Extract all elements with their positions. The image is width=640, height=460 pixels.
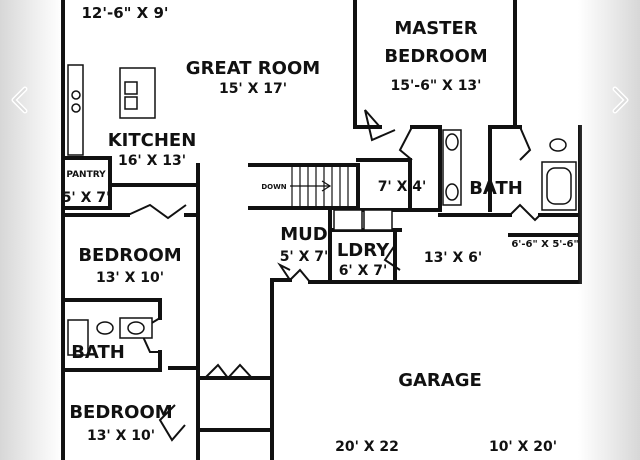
- master-bedroom-dim: 15'-6" X 13': [391, 78, 482, 94]
- great-room-label: GREAT ROOM: [186, 58, 320, 79]
- fixtures: [67, 64, 577, 356]
- garage-dim-left: 20' X 22: [335, 439, 399, 455]
- bedroom-2-dim: 13' X 10': [87, 428, 155, 444]
- stairs-down-label: DOWN: [261, 183, 286, 191]
- hall-dim: 13' X 6': [424, 250, 482, 266]
- mud-room-label: MUD: [280, 224, 327, 245]
- bedroom-2-label: BEDROOM: [69, 402, 172, 423]
- previous-image-button[interactable]: [0, 80, 40, 120]
- kitchen-label: KITCHEN: [108, 130, 197, 151]
- great-room-dim: 15' X 17': [219, 81, 287, 97]
- master-bedroom-label-line1: MASTER: [394, 18, 477, 39]
- left-edge-shade: [0, 0, 62, 460]
- closet-dim: 7' X 4': [378, 179, 427, 195]
- hall-bath-label: BATH: [71, 342, 125, 363]
- master-bedroom-label-line2: BEDROOM: [384, 46, 487, 67]
- next-image-button[interactable]: [600, 80, 640, 120]
- bedroom-1-label: BEDROOM: [78, 245, 181, 266]
- laundry-label: LDRY: [337, 240, 390, 261]
- garage-label: GARAGE: [398, 370, 482, 391]
- stairs: [290, 165, 349, 208]
- room-labels: 12'-6" X 9' GREAT ROOM 15' X 17' MASTER …: [62, 4, 579, 455]
- top-left-room-dim: 12'-6" X 9': [82, 4, 169, 22]
- pantry-dim: 5' X 7': [62, 190, 111, 206]
- master-bath-extra-dim: 6'-6" X 5'-6": [511, 239, 578, 250]
- pantry-label: PANTRY: [66, 170, 106, 180]
- chevron-left-icon: [11, 86, 28, 114]
- laundry-dim: 6' X 7': [339, 263, 388, 279]
- kitchen-dim: 16' X 13': [118, 153, 186, 169]
- master-bath-label: BATH: [469, 178, 523, 199]
- chevron-right-icon: [612, 86, 629, 114]
- mud-room-dim: 5' X 7': [280, 249, 329, 265]
- bedroom-1-dim: 13' X 10': [96, 270, 164, 286]
- garage-dim-right: 10' X 20': [489, 439, 557, 455]
- right-edge-shade: [578, 0, 640, 460]
- door-swings: [127, 109, 541, 442]
